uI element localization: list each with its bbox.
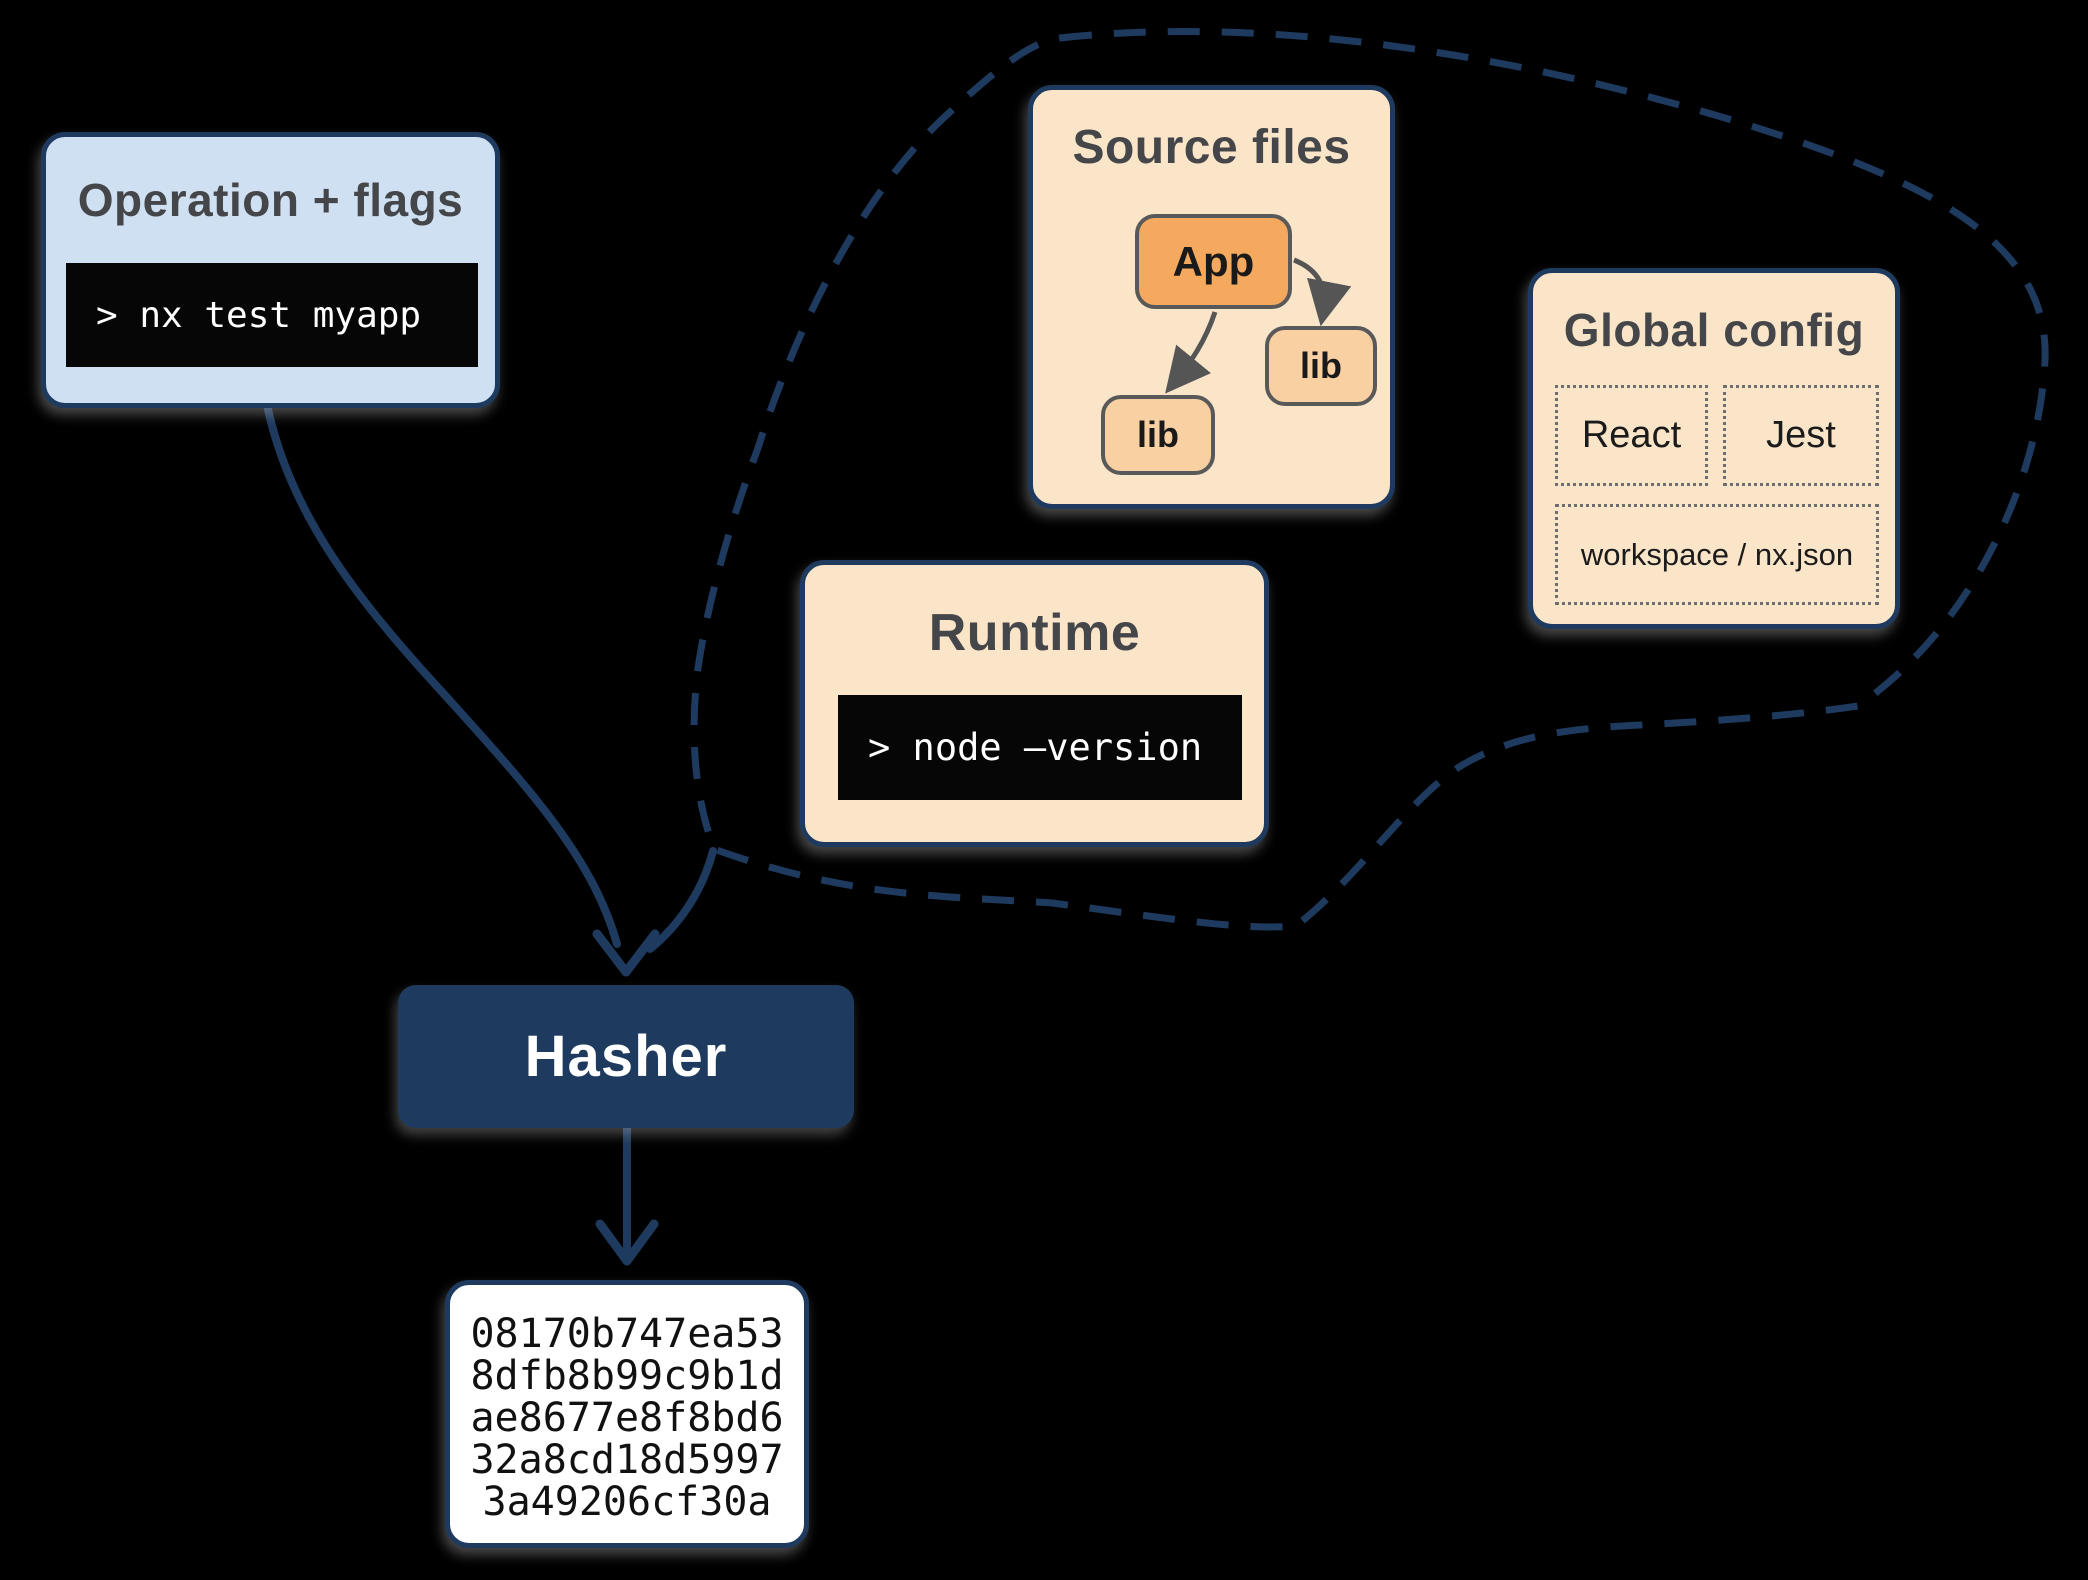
hash-line: 8dfb8b99c9b1d <box>470 1353 784 1399</box>
arrow-operation-to-hasher <box>263 401 621 948</box>
source-files-arrows <box>1165 257 1352 394</box>
runtime-terminal: > node –version <box>838 695 1242 800</box>
arrow-app-to-lib-right <box>1293 257 1352 327</box>
source-files-box: Source files App lib lib <box>1028 85 1395 509</box>
chevron-arrowhead-into-hash <box>595 1219 659 1266</box>
operation-flags-box: Operation + flags > nx test myapp <box>41 132 500 408</box>
hasher-box: Hasher <box>398 985 854 1128</box>
chevron-arrowhead-into-hasher <box>592 929 660 977</box>
operation-flags-title: Operation + flags <box>77 174 464 226</box>
operation-flags-terminal: > nx test myapp <box>66 263 478 367</box>
lib-node-right: lib <box>1265 326 1377 406</box>
arrow-app-to-lib-left <box>1165 311 1218 394</box>
arrow-cloud-to-hasher <box>646 847 717 953</box>
app-node: App <box>1135 214 1292 309</box>
hash-line: 08170b747ea53 <box>470 1311 784 1357</box>
lib-node-left: lib <box>1101 395 1215 475</box>
hash-line: 3a49206cf30a <box>482 1479 772 1525</box>
global-config-title: Global config <box>1563 304 1865 356</box>
config-chip-workspace-nxjson: workspace / nx.json <box>1555 504 1879 605</box>
config-chip-jest: Jest <box>1723 385 1879 486</box>
runtime-box: Runtime > node –version <box>800 560 1269 847</box>
runtime-title: Runtime <box>928 604 1141 662</box>
global-config-box: Global config React Jest workspace / nx.… <box>1528 268 1900 629</box>
hash-line: 32a8cd18d5997 <box>470 1437 784 1483</box>
source-files-title: Source files <box>1072 121 1351 174</box>
config-chip-react: React <box>1555 385 1708 486</box>
cloud-dashed-outline <box>690 28 2049 931</box>
hash-line: ae8677e8f8bd6 <box>470 1395 784 1441</box>
hash-output-box: 08170b747ea53 8dfb8b99c9b1d ae8677e8f8bd… <box>445 1280 809 1548</box>
